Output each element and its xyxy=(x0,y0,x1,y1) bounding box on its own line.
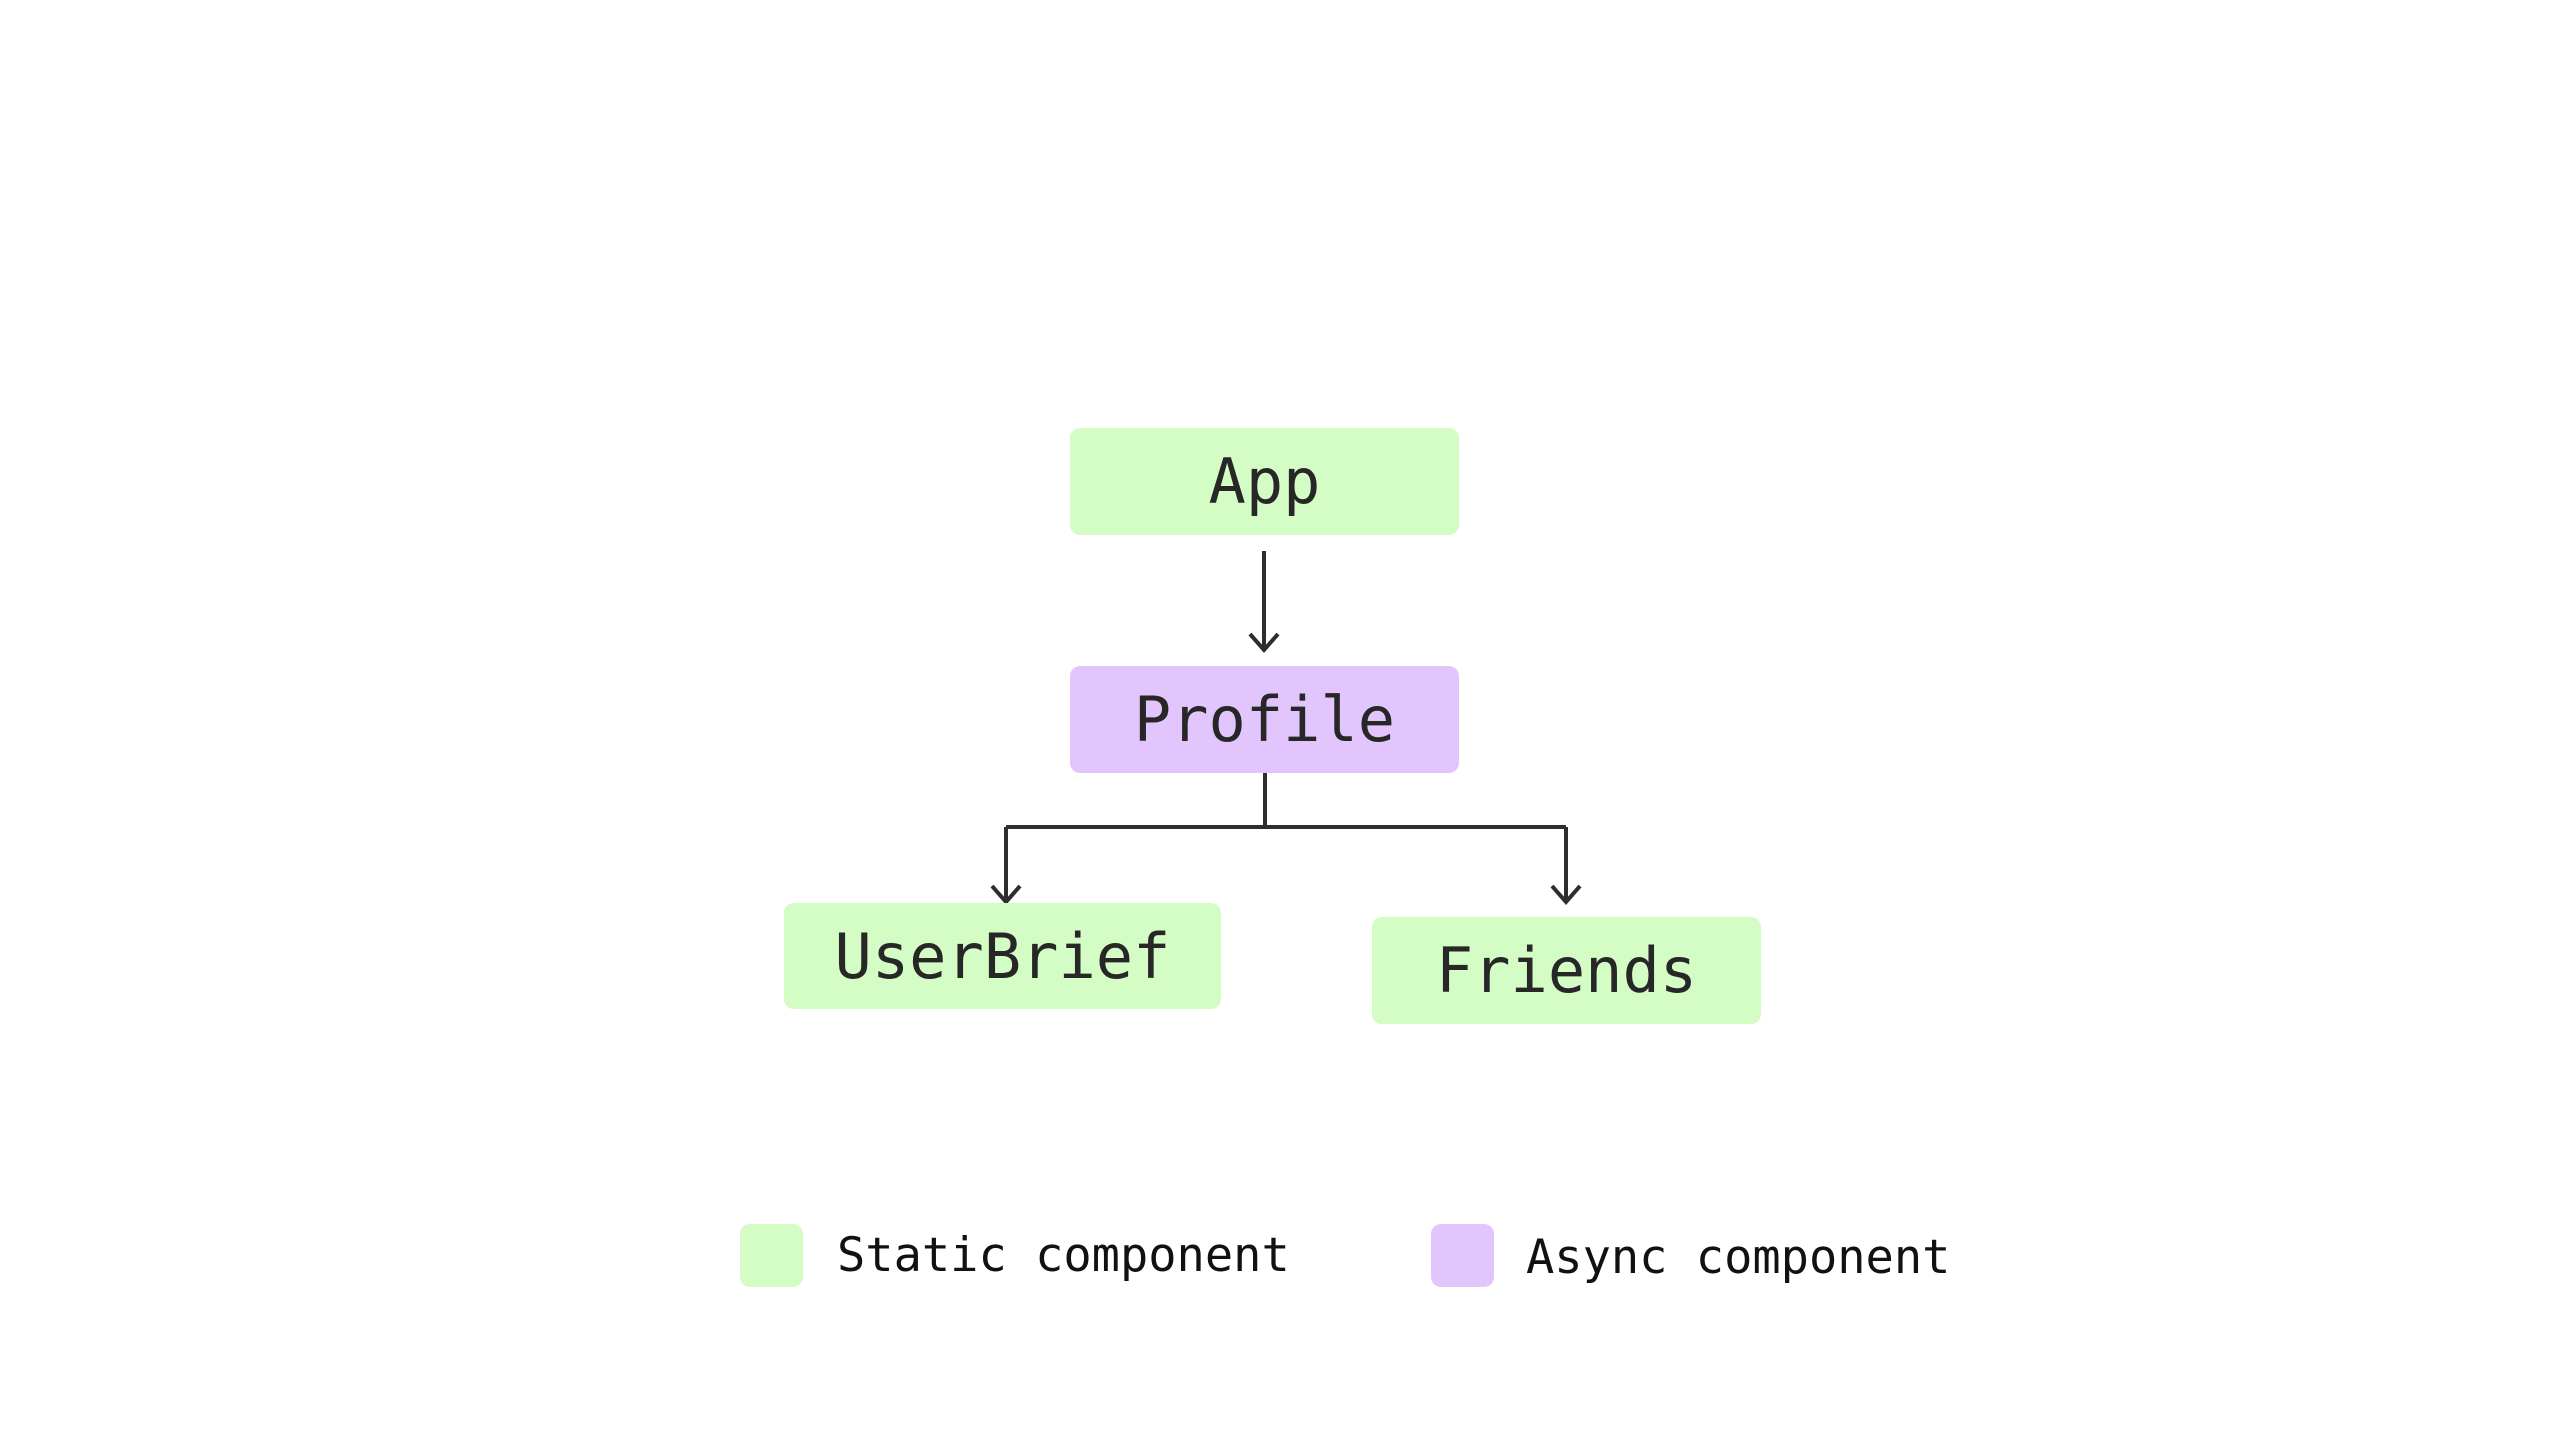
legend-async-swatch xyxy=(1431,1224,1494,1287)
node-profile-label: Profile xyxy=(1133,683,1396,756)
node-userbrief-label: UserBrief xyxy=(834,919,1171,993)
legend-async-label: Async component xyxy=(1526,1230,1951,1285)
node-app: App xyxy=(1070,428,1459,535)
edge-app-profile xyxy=(1248,551,1280,654)
edge-profile-friends xyxy=(1550,827,1582,906)
node-friends: Friends xyxy=(1372,917,1761,1024)
node-friends-label: Friends xyxy=(1435,934,1698,1007)
node-userbrief: UserBrief xyxy=(784,903,1221,1009)
legend-static-swatch xyxy=(740,1224,803,1287)
node-profile: Profile xyxy=(1070,666,1459,773)
edge-profile-userbrief xyxy=(990,827,1022,906)
legend-static-label: Static component xyxy=(837,1228,1290,1283)
node-app-label: App xyxy=(1208,445,1321,518)
